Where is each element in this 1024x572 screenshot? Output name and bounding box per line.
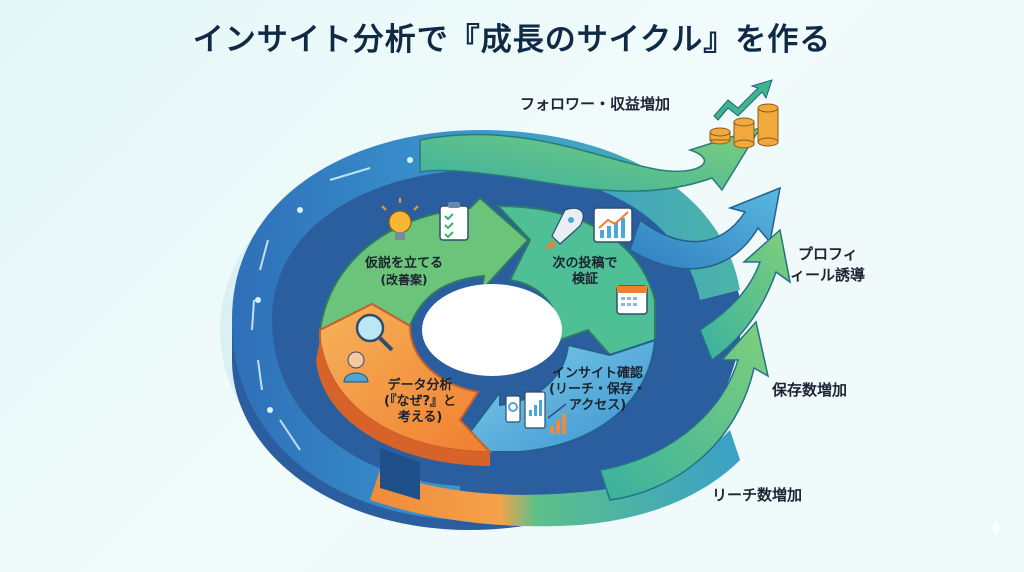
magnifier-icon — [355, 313, 394, 352]
trend-up-icon — [713, 79, 773, 121]
coins-icon — [709, 103, 779, 149]
outcome-profile-label: プロフィ ィール誘導 — [790, 245, 866, 284]
tablet-chart-icon — [524, 391, 546, 429]
saves-arrow — [699, 228, 792, 362]
calendar-icon — [616, 285, 648, 315]
bar-chart-icon — [547, 403, 567, 434]
rocket-icon — [544, 207, 584, 250]
outer-ring-bottom-band — [370, 430, 740, 527]
stage-verify-label: 次の投稿で 検証 — [552, 256, 618, 287]
followers-arrow — [419, 126, 762, 192]
stage-hypothesis-label: 仮説を立てる (改善案) — [364, 256, 443, 287]
sparkle-icon — [985, 517, 1007, 539]
outcome-saves-label: 保存数増加 — [772, 381, 848, 399]
thinking-person-icon — [343, 351, 369, 383]
growth-chart-icon — [593, 207, 633, 243]
stage-analysis-label: データ分析 (『なぜ?』と 考える) — [384, 378, 456, 425]
page-title: インサイト分析で『成長のサイクル』を作る — [192, 22, 832, 58]
stage-insight-label: インサイト確認 (リーチ・保存・ アクセス) — [549, 366, 646, 413]
stage-analysis-side — [316, 340, 490, 466]
outcome-followers-label: フォロワー・収益増加 — [520, 95, 671, 113]
ring-end-block — [380, 448, 420, 500]
reach-arrow — [599, 320, 770, 501]
lightbulb-icon — [381, 198, 419, 240]
stage-hypothesis-segment[interactable] — [318, 196, 530, 332]
smartphone-icon — [505, 395, 521, 423]
checklist-icon — [439, 202, 469, 241]
cycle-center — [422, 284, 562, 376]
outcome-reach-label: リーチ数増加 — [712, 486, 803, 504]
